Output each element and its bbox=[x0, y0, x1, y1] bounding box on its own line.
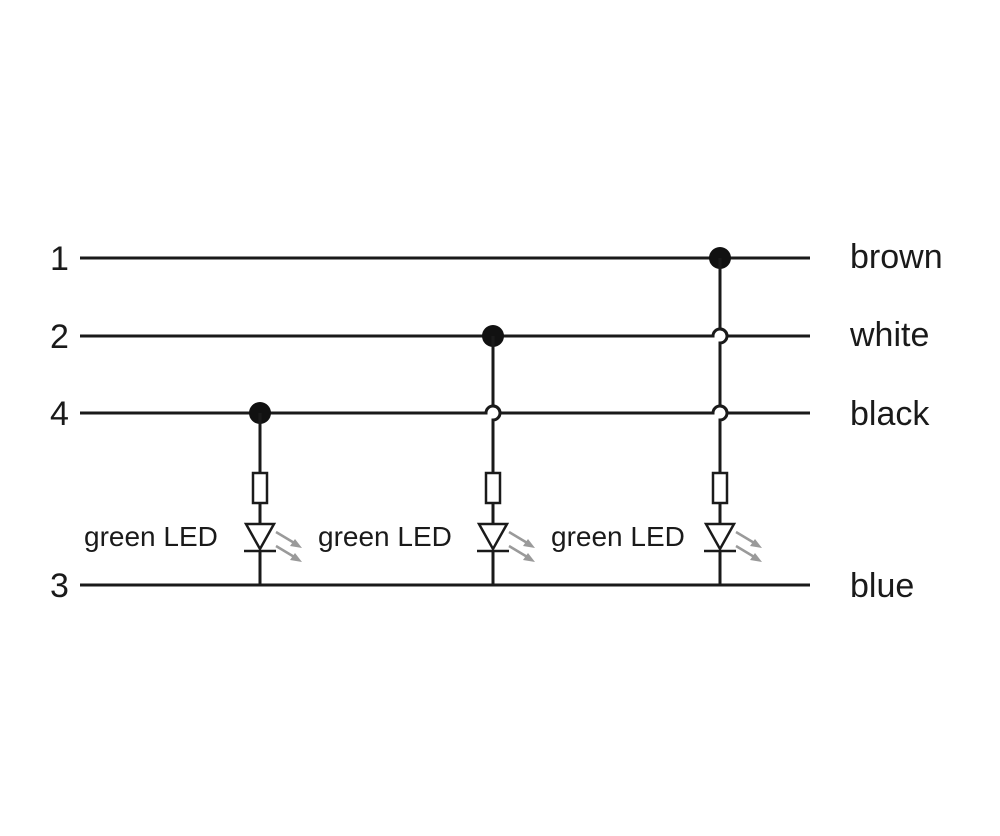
led-diode-symbol bbox=[243, 522, 277, 552]
resistor-symbol bbox=[711, 471, 729, 505]
led-label: green LED bbox=[551, 521, 685, 552]
color-label-white: white bbox=[849, 316, 929, 354]
pin-label-4: 4 bbox=[50, 395, 69, 433]
led-diode-symbol bbox=[476, 522, 510, 552]
wire-4-black bbox=[80, 404, 810, 415]
led-label: green LED bbox=[318, 521, 452, 552]
led-branch-3: green LED bbox=[551, 247, 762, 585]
pin-label-2: 2 bbox=[50, 318, 69, 356]
branch-wire bbox=[491, 336, 502, 473]
color-label-brown: brown bbox=[850, 238, 943, 276]
color-label-black: black bbox=[850, 395, 930, 433]
light-emission-icon bbox=[508, 530, 535, 562]
color-label-blue: blue bbox=[850, 567, 914, 605]
led-branch-2: green LED bbox=[318, 325, 535, 585]
resistor-symbol bbox=[251, 471, 269, 505]
led-diode-symbol bbox=[703, 522, 737, 552]
pin-label-1: 1 bbox=[50, 240, 69, 278]
pin-label-3: 3 bbox=[50, 567, 69, 605]
branch-wire bbox=[718, 258, 729, 473]
wire-2-white bbox=[80, 327, 810, 338]
light-emission-icon bbox=[275, 530, 302, 562]
light-emission-icon bbox=[735, 530, 762, 562]
led-label: green LED bbox=[84, 521, 218, 552]
led-branch-1: green LED bbox=[84, 402, 302, 585]
resistor-symbol bbox=[484, 471, 502, 505]
